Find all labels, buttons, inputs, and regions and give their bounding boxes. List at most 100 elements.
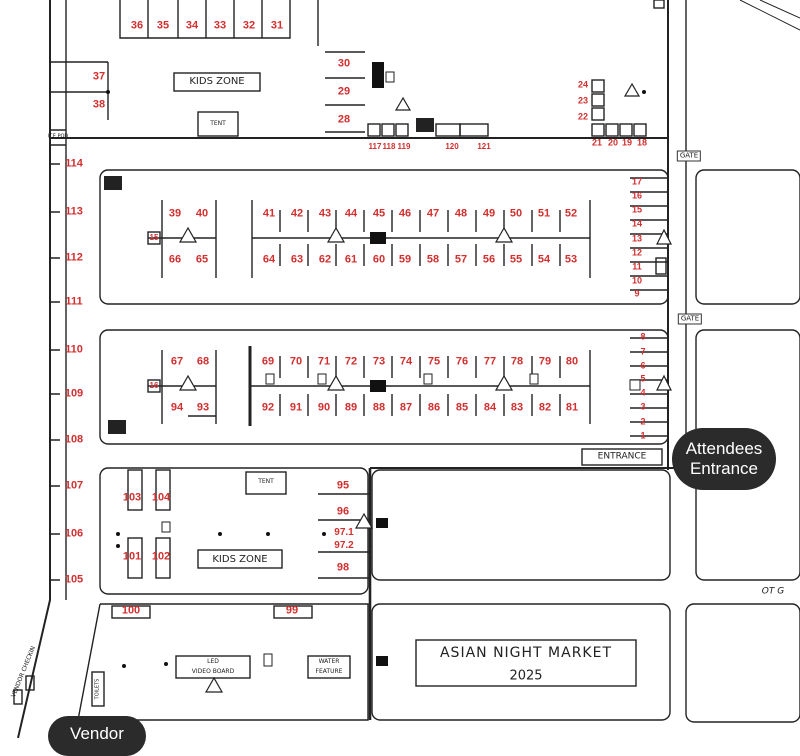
booth-14[interactable]: 14: [631, 218, 643, 229]
booth-37[interactable]: 37: [92, 70, 106, 83]
booth-113[interactable]: 113: [65, 205, 83, 218]
booth-88[interactable]: 88: [372, 401, 386, 414]
booth-76[interactable]: 76: [455, 355, 469, 368]
booth-101[interactable]: 101: [122, 550, 142, 563]
booth-86[interactable]: 86: [427, 401, 441, 414]
booth-110[interactable]: 110: [65, 343, 83, 356]
booth-107[interactable]: 107: [64, 479, 84, 492]
booth-48[interactable]: 48: [454, 207, 468, 220]
booth-84[interactable]: 84: [483, 401, 497, 414]
booth-19[interactable]: 19: [621, 137, 633, 148]
booth-23[interactable]: 23: [577, 95, 589, 106]
booth-50[interactable]: 50: [509, 207, 523, 220]
booth-35[interactable]: 35: [156, 19, 170, 32]
booth-36[interactable]: 36: [130, 19, 144, 32]
booth-21[interactable]: 21: [591, 137, 603, 148]
booth-51[interactable]: 51: [537, 207, 551, 220]
booth-29[interactable]: 29: [337, 85, 351, 98]
booth-106[interactable]: 106: [64, 527, 84, 540]
booth-65[interactable]: 65: [195, 253, 209, 266]
booth-104[interactable]: 104: [151, 491, 171, 504]
booth-100[interactable]: 100: [121, 604, 141, 617]
booth-93[interactable]: 93: [196, 401, 210, 414]
booth-111[interactable]: 111: [65, 295, 83, 308]
booth-98[interactable]: 98: [336, 561, 350, 574]
booth-2[interactable]: 2: [640, 416, 646, 427]
booth-70[interactable]: 70: [289, 355, 303, 368]
booth-11[interactable]: 11: [632, 261, 642, 272]
booth-57[interactable]: 57: [454, 253, 468, 266]
booth-92[interactable]: 92: [261, 401, 275, 414]
booth-18[interactable]: 18: [636, 137, 648, 148]
booth-79[interactable]: 79: [538, 355, 552, 368]
booth-87[interactable]: 87: [399, 401, 413, 414]
booth-74[interactable]: 74: [399, 355, 413, 368]
booth-73[interactable]: 73: [372, 355, 386, 368]
booth-94[interactable]: 94: [170, 401, 184, 414]
booth-91[interactable]: 91: [289, 401, 303, 414]
booth-38[interactable]: 38: [92, 98, 106, 111]
booth-34[interactable]: 34: [185, 19, 199, 32]
booth-20[interactable]: 20: [607, 137, 619, 148]
booth-52[interactable]: 52: [564, 207, 578, 220]
booth-39[interactable]: 39: [168, 207, 182, 220]
booth-95[interactable]: 95: [336, 479, 350, 492]
booth-32[interactable]: 32: [242, 19, 256, 32]
booth-109[interactable]: 109: [64, 387, 84, 400]
booth-97-2[interactable]: 97.2: [334, 540, 354, 551]
booth-1[interactable]: 1: [640, 430, 646, 441]
booth-108[interactable]: 108: [64, 433, 84, 446]
booth-49[interactable]: 49: [482, 207, 496, 220]
booth-13[interactable]: 13: [631, 233, 643, 244]
booth-59[interactable]: 59: [398, 253, 412, 266]
booth-12[interactable]: 12: [631, 247, 643, 258]
booth-10[interactable]: 10: [631, 275, 643, 286]
booth-120[interactable]: 120: [445, 142, 459, 151]
booth-60[interactable]: 60: [372, 253, 386, 266]
booth-121[interactable]: 121: [477, 142, 491, 151]
booth-97-1[interactable]: 97.1: [334, 527, 354, 538]
booth-31[interactable]: 31: [270, 19, 284, 32]
booth-30[interactable]: 30: [337, 57, 351, 70]
booth-82[interactable]: 82: [538, 401, 552, 414]
booth-33[interactable]: 33: [213, 19, 227, 32]
booth-68[interactable]: 68: [196, 355, 210, 368]
booth-58[interactable]: 58: [426, 253, 440, 266]
booth-6[interactable]: 6: [640, 360, 646, 371]
booth-41[interactable]: 41: [262, 207, 276, 220]
booth-4[interactable]: 4: [640, 387, 646, 398]
booth-78[interactable]: 78: [510, 355, 524, 368]
booth-96[interactable]: 96: [336, 505, 350, 518]
booth-72[interactable]: 72: [344, 355, 358, 368]
booth-71[interactable]: 71: [317, 355, 331, 368]
booth-103[interactable]: 103: [122, 491, 142, 504]
booth-62[interactable]: 62: [318, 253, 332, 266]
booth-40[interactable]: 40: [195, 207, 209, 220]
booth-64[interactable]: 64: [262, 253, 276, 266]
booth-9[interactable]: 9: [634, 288, 640, 299]
booth-102[interactable]: 102: [151, 550, 171, 563]
booth-28[interactable]: 28: [337, 113, 351, 126]
booth-8[interactable]: 8: [640, 331, 646, 342]
booth-46[interactable]: 46: [398, 207, 412, 220]
booth-15[interactable]: 15: [631, 204, 643, 215]
booth-67[interactable]: 67: [170, 355, 184, 368]
booth-66[interactable]: 66: [168, 253, 182, 266]
booth-69[interactable]: 69: [261, 355, 275, 368]
booth-24[interactable]: 24: [577, 79, 589, 90]
booth-114[interactable]: 114: [65, 157, 83, 170]
booth-99[interactable]: 99: [285, 604, 299, 617]
booth-118[interactable]: 118: [382, 142, 396, 151]
booth-15-side[interactable]: 15: [149, 233, 159, 242]
booth-105[interactable]: 105: [64, 573, 84, 586]
booth-17[interactable]: 17: [631, 176, 643, 187]
booth-112[interactable]: 112: [65, 251, 83, 264]
booth-89[interactable]: 89: [344, 401, 358, 414]
booth-90[interactable]: 90: [317, 401, 331, 414]
booth-80[interactable]: 80: [565, 355, 579, 368]
booth-44[interactable]: 44: [344, 207, 358, 220]
booth-75[interactable]: 75: [427, 355, 441, 368]
booth-53[interactable]: 53: [564, 253, 578, 266]
booth-117[interactable]: 117: [368, 142, 382, 151]
booth-83[interactable]: 83: [510, 401, 524, 414]
